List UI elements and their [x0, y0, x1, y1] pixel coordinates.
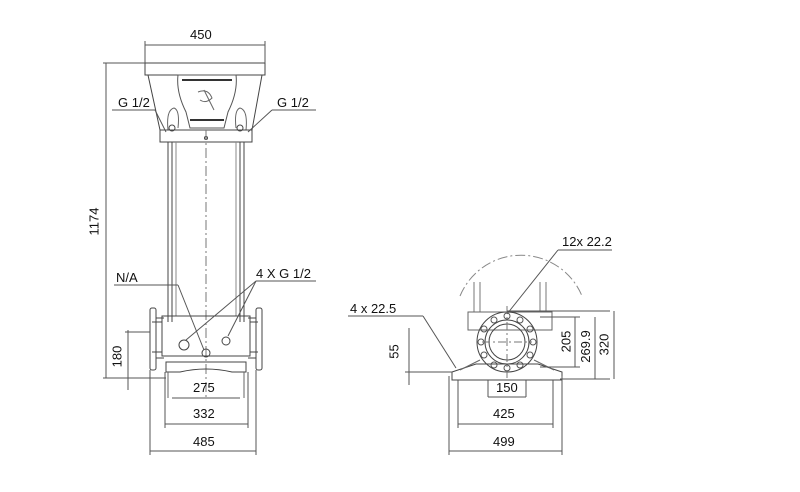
dim-height-total: 1174 — [86, 207, 102, 236]
callout-drain-ports: 4 X G 1/2 — [256, 266, 311, 281]
dim-inlet-height: 180 — [109, 345, 125, 368]
dim-flange-outer: 269.9 — [577, 330, 593, 363]
dim-base-inner: 275 — [193, 380, 215, 395]
dim-base-mid: 332 — [193, 406, 215, 421]
dim-foot-height: 55 — [386, 344, 402, 359]
dim-bolt-circle: 205 — [558, 330, 574, 353]
side-view-pump — [451, 254, 583, 381]
dim-port-width: 150 — [496, 380, 518, 395]
callout-right-port: G 1/2 — [277, 95, 309, 110]
front-view-dimensions — [103, 41, 316, 455]
callout-flange-holes: 12x 22.2 — [562, 234, 612, 249]
callout-base-holes: 4 x 22.5 — [350, 301, 397, 316]
dim-center-height: 320 — [596, 333, 612, 356]
side-view-dimensions — [348, 249, 615, 455]
dim-top-width: 450 — [190, 27, 212, 42]
front-view-pump — [144, 62, 266, 400]
callout-na: N/A — [116, 270, 138, 285]
dim-base-width: 499 — [493, 434, 515, 449]
dim-base-holes: 425 — [493, 406, 515, 421]
dim-flange-width: 485 — [193, 434, 215, 449]
callout-left-port: G 1/2 — [118, 95, 150, 110]
